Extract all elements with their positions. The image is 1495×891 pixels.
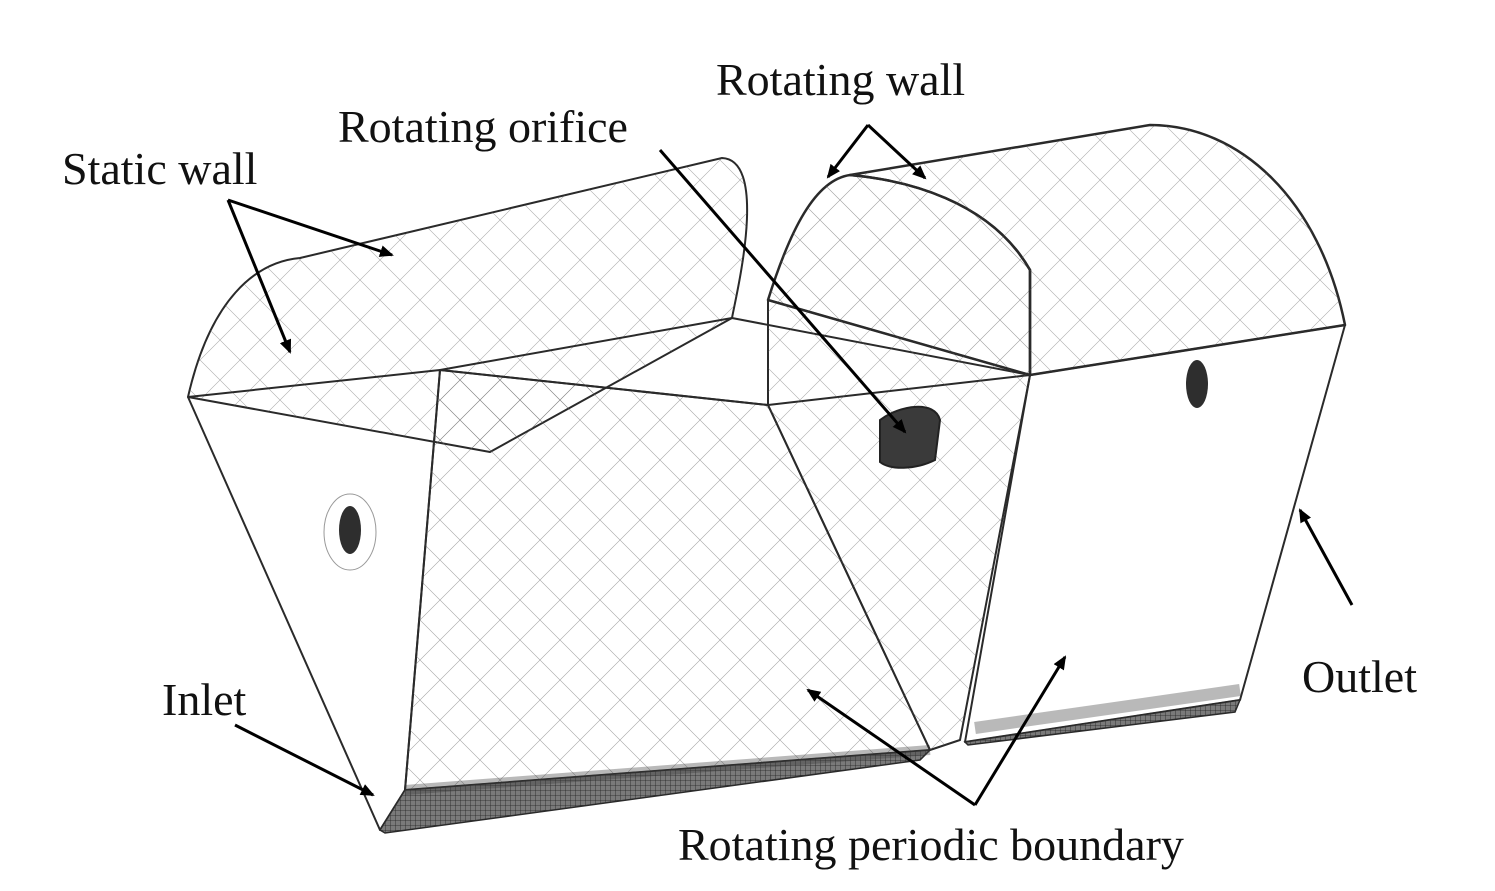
label-rotating-orifice: Rotating orifice	[338, 101, 628, 152]
outlet-face-orifice	[1186, 360, 1208, 408]
outlet-domain-block	[848, 123, 1347, 746]
label-rotating-periodic-boundary: Rotating periodic boundary	[678, 819, 1184, 870]
arrow-static-wall-2	[226, 199, 292, 354]
static-boundary-layer	[378, 749, 932, 834]
rotating-orifice-shape	[879, 405, 942, 469]
outlet-boundary-layer	[963, 699, 1242, 746]
arrow-periodic-1	[806, 688, 976, 807]
arrow-inlet	[234, 723, 375, 797]
arrow-outlet	[1298, 508, 1354, 606]
arrow-periodic-2	[973, 655, 1067, 806]
static-domain-block	[187, 157, 1031, 834]
arrow-rotating-wall-1	[826, 124, 870, 179]
label-rotating-wall: Rotating wall	[716, 54, 965, 105]
inlet-face-orifice	[339, 506, 361, 554]
arrow-static-wall-1	[227, 198, 394, 257]
label-static-wall: Static wall	[62, 143, 257, 194]
static-wall-end-face	[187, 369, 441, 831]
arrow-rotating-orifice	[658, 149, 907, 434]
label-inlet: Inlet	[162, 674, 247, 725]
label-outlet: Outlet	[1302, 651, 1417, 702]
annotation-arrows	[226, 123, 1354, 807]
arrow-rotating-wall-2	[866, 123, 927, 180]
